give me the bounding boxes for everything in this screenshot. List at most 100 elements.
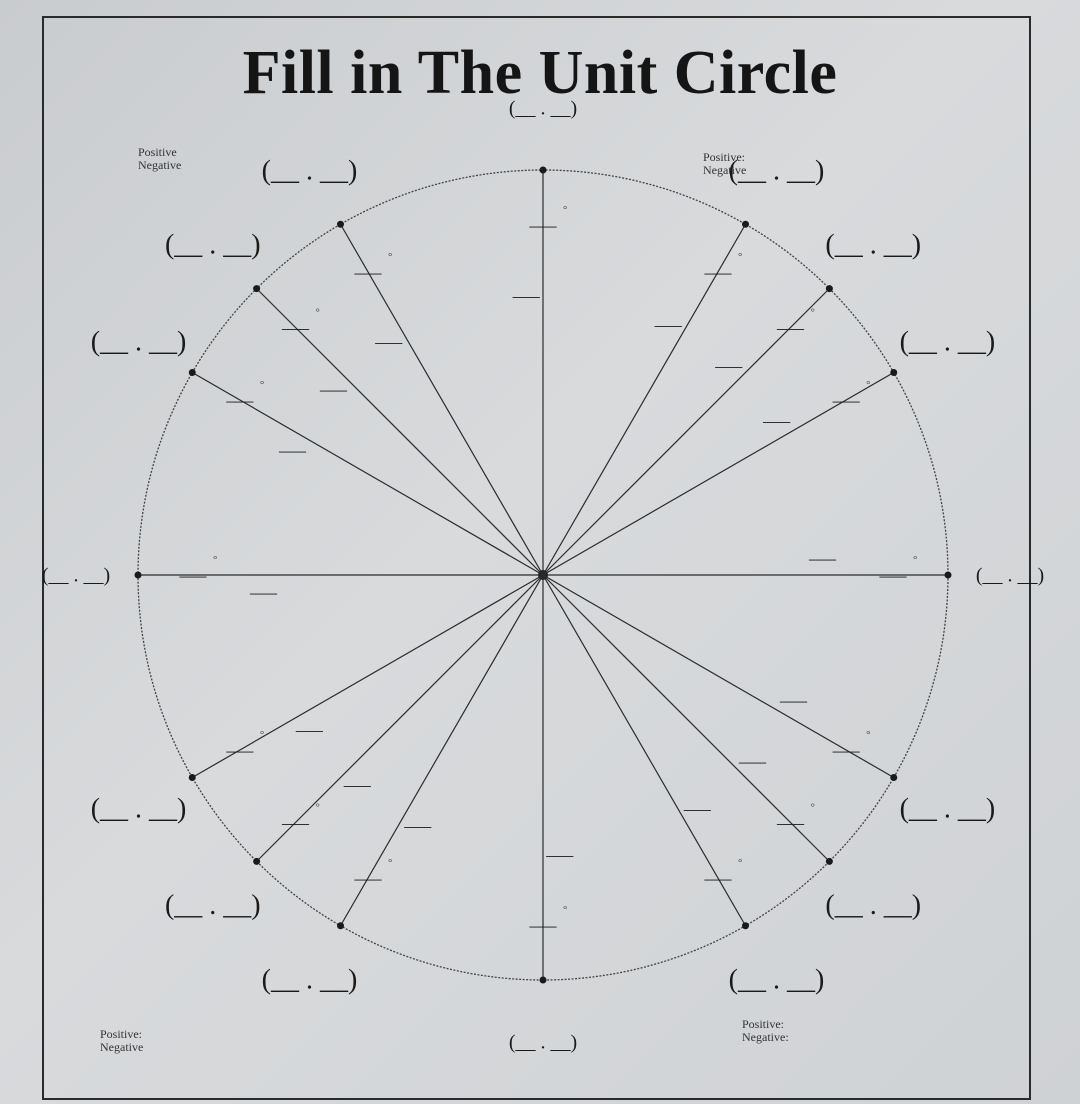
circle-point-30 [890, 369, 898, 376]
circle-point-45 [825, 285, 833, 293]
circle-point-120 [337, 220, 344, 228]
circle-point-150 [188, 369, 196, 376]
degree-symbol-30: ° [866, 379, 870, 391]
degree-blank-0: ___ [879, 559, 908, 579]
coordinate-blank-120: (__ . __) [262, 156, 358, 187]
degree-blank-150: ___ [225, 384, 254, 404]
negative-label: Negative: [742, 1030, 789, 1044]
degree-symbol-60: ° [738, 251, 742, 263]
circle-point-90 [539, 166, 547, 174]
degree-symbol-135: ° [316, 307, 320, 319]
degree-blank-330: ___ [832, 734, 861, 754]
degree-symbol-90: ° [563, 204, 567, 216]
spoke-240 [339, 574, 544, 927]
radian-blank-135: ___ [319, 373, 348, 393]
radian-blank-30: ___ [762, 405, 791, 425]
spoke-30 [542, 371, 895, 576]
spoke-330 [542, 574, 895, 779]
positive-label: Positive [138, 145, 177, 159]
coordinate-blank-0: (__ . __) [976, 564, 1044, 586]
radian-blank-210: ___ [295, 713, 324, 733]
degree-symbol-240: ° [388, 857, 392, 869]
coordinate-blank-300: (__ . __) [729, 964, 825, 995]
radian-blank-180: ___ [249, 576, 278, 596]
radian-blank-45: ___ [714, 349, 743, 369]
coordinate-blank-45: (__ . __) [825, 230, 921, 261]
degree-blank-240: ___ [354, 862, 383, 882]
circle-point-180 [134, 571, 142, 579]
coordinate-blank-60: (__ . __) [729, 156, 825, 187]
degree-blank-45: ___ [776, 312, 805, 332]
coordinate-blank-225: (__ . __) [165, 890, 261, 921]
radian-blank-270: ___ [545, 838, 574, 858]
radian-blank-0: ___ [808, 542, 837, 562]
degree-blank-315: ___ [776, 806, 805, 826]
angle-labels: (__ . __) ___ ° ___ (__ . __) ___ ° ___ (__ . __… [42, 97, 1044, 1053]
positive-label: Positive: [703, 150, 746, 164]
quadrant-label-bottom-right: Positive: Negative: [742, 1018, 789, 1044]
degree-blank-300: ___ [704, 862, 733, 882]
coordinate-blank-210: (__ . __) [91, 793, 187, 824]
degree-symbol-45: ° [810, 307, 814, 319]
circle-point-240 [337, 922, 344, 930]
degree-symbol-210: ° [260, 729, 264, 741]
positive-label: Positive: [742, 1017, 785, 1031]
circle-point-60 [742, 220, 749, 228]
radian-blank-225: ___ [343, 769, 372, 789]
coordinate-blank-330: (__ . __) [900, 793, 996, 824]
degree-blank-135: ___ [281, 312, 310, 332]
coordinate-blank-240: (__ . __) [262, 964, 358, 995]
degree-blank-270: ___ [529, 909, 558, 929]
degree-symbol-330: ° [866, 729, 870, 741]
spoke-315 [542, 574, 830, 862]
coordinate-blank-90: (__ . __) [509, 97, 577, 119]
spoke-150 [191, 371, 544, 576]
radian-blank-315: ___ [738, 745, 767, 765]
degree-blank-210: ___ [225, 734, 254, 754]
spoke-120 [339, 223, 544, 576]
degree-blank-225: ___ [281, 806, 310, 826]
radian-blank-330: ___ [779, 684, 808, 704]
spoke-210 [191, 574, 544, 779]
coordinate-blank-30: (__ . __) [900, 326, 996, 357]
degree-symbol-300: ° [738, 857, 742, 869]
spoke-225 [256, 574, 544, 862]
degree-symbol-0: ° [913, 554, 917, 566]
radian-blank-240: ___ [403, 809, 432, 829]
degree-symbol-315: ° [810, 801, 814, 813]
circle-point-0 [944, 571, 952, 579]
negative-label: Negative [703, 163, 747, 177]
circle-point-300 [742, 922, 749, 930]
worksheet-border [42, 16, 1031, 1100]
page-title: Fill in The Unit Circle [242, 39, 838, 107]
quadrant-label-top-left: Positive Negative [138, 146, 181, 172]
negative-label: Negative [138, 158, 182, 172]
degree-blank-30: ___ [832, 384, 861, 404]
angle-spokes [134, 166, 952, 984]
radian-blank-60: ___ [654, 309, 683, 329]
positive-label: Positive: [100, 1027, 143, 1041]
coordinate-blank-135: (__ . __) [165, 230, 261, 261]
degree-symbol-120: ° [388, 251, 392, 263]
spoke-300 [542, 574, 747, 927]
degree-blank-120: ___ [354, 256, 383, 276]
quadrant-label-bottom-left: Positive: Negative [100, 1028, 143, 1054]
circle-point-210 [188, 774, 196, 781]
coordinate-blank-315: (__ . __) [825, 890, 921, 921]
circle-point-270 [539, 976, 547, 984]
degree-symbol-270: ° [563, 904, 567, 916]
degree-symbol-180: ° [213, 554, 217, 566]
radian-blank-300: ___ [683, 793, 712, 813]
degree-blank-60: ___ [704, 256, 733, 276]
coordinate-blank-150: (__ . __) [91, 326, 187, 357]
quadrant-label-top-right: Positive: Negative [703, 151, 746, 177]
negative-label: Negative [100, 1040, 144, 1054]
circle-point-330 [890, 774, 898, 781]
coordinate-blank-180: (__ . __) [42, 564, 110, 586]
spoke-45 [542, 288, 830, 576]
radian-blank-90: ___ [512, 280, 541, 300]
degree-blank-180: ___ [179, 559, 208, 579]
circle-point-135 [253, 285, 261, 293]
